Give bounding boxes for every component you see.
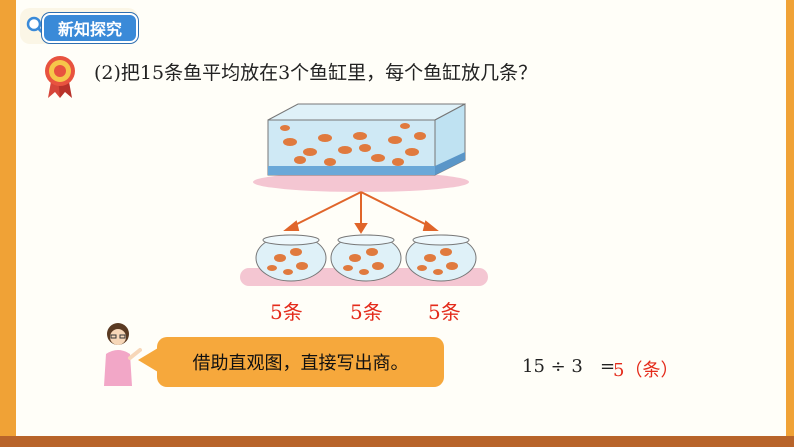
split-arrows (283, 191, 439, 234)
bowl-2-count: 5条 (350, 300, 383, 324)
section-title: 新知探究 (42, 13, 138, 43)
bowl-3 (405, 234, 477, 282)
equation-answer: 5（条） (613, 360, 679, 381)
tank-fish (280, 123, 426, 166)
bowl-1 (255, 234, 327, 282)
speech-bubble-tail (138, 348, 158, 372)
tank-base (253, 172, 469, 192)
bowl-1-count: 5条 (270, 300, 303, 324)
equation-equals: = (600, 356, 616, 377)
question-text: (2)把15条鱼平均放在3个鱼缸里，每个鱼缸放几条？ (94, 62, 538, 84)
section-badge: 新知探究 (20, 8, 138, 44)
equation-left: 15 ÷ 3 (522, 356, 583, 377)
teacher-avatar (104, 323, 142, 386)
bowl-2 (330, 234, 402, 282)
bowl-3-count: 5条 (428, 300, 461, 324)
bottom-band (0, 436, 794, 447)
speech-bubble: 借助直观图，直接写出商。 (157, 337, 444, 387)
fish-tank (267, 103, 466, 176)
rosette-icon (45, 56, 75, 98)
